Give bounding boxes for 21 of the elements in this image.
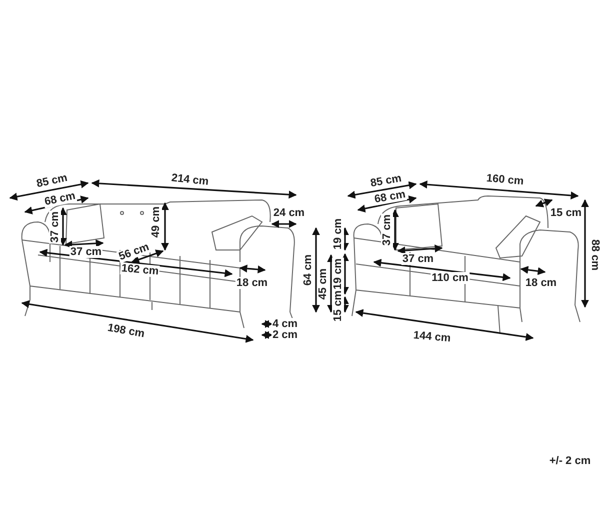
dimension-label: 37 cm xyxy=(381,213,393,247)
dimension-label: 45 cm xyxy=(317,267,329,301)
dimension-label: 15 cm xyxy=(332,289,344,323)
dimension-label: 24 cm xyxy=(272,207,306,219)
dimension-label: 162 cm xyxy=(120,262,160,278)
dimension-label: 37 cm xyxy=(69,246,103,258)
dimension-label: 19 cm xyxy=(332,217,344,251)
tolerance-note: +/- 2 cm xyxy=(548,455,592,467)
dimension-label: 4 cm xyxy=(271,318,299,330)
dimension-label: 64 cm xyxy=(302,253,314,287)
dimension-label: 15 cm xyxy=(549,207,583,219)
dimension-label: 2 cm xyxy=(271,329,299,341)
dimension-label: 198 cm xyxy=(106,322,146,340)
dimension-label: 49 cm xyxy=(150,205,162,239)
dimension-label: 37 cm xyxy=(401,253,435,265)
dimension-label: 18 cm xyxy=(524,277,558,289)
dimension-label: 88 cm xyxy=(589,238,600,272)
dimension-label: 19 cm xyxy=(332,257,344,291)
dimension-label: 37 cm xyxy=(49,210,61,244)
dimension-label: 18 cm xyxy=(235,277,269,289)
dimension-label: 110 cm xyxy=(430,272,470,284)
